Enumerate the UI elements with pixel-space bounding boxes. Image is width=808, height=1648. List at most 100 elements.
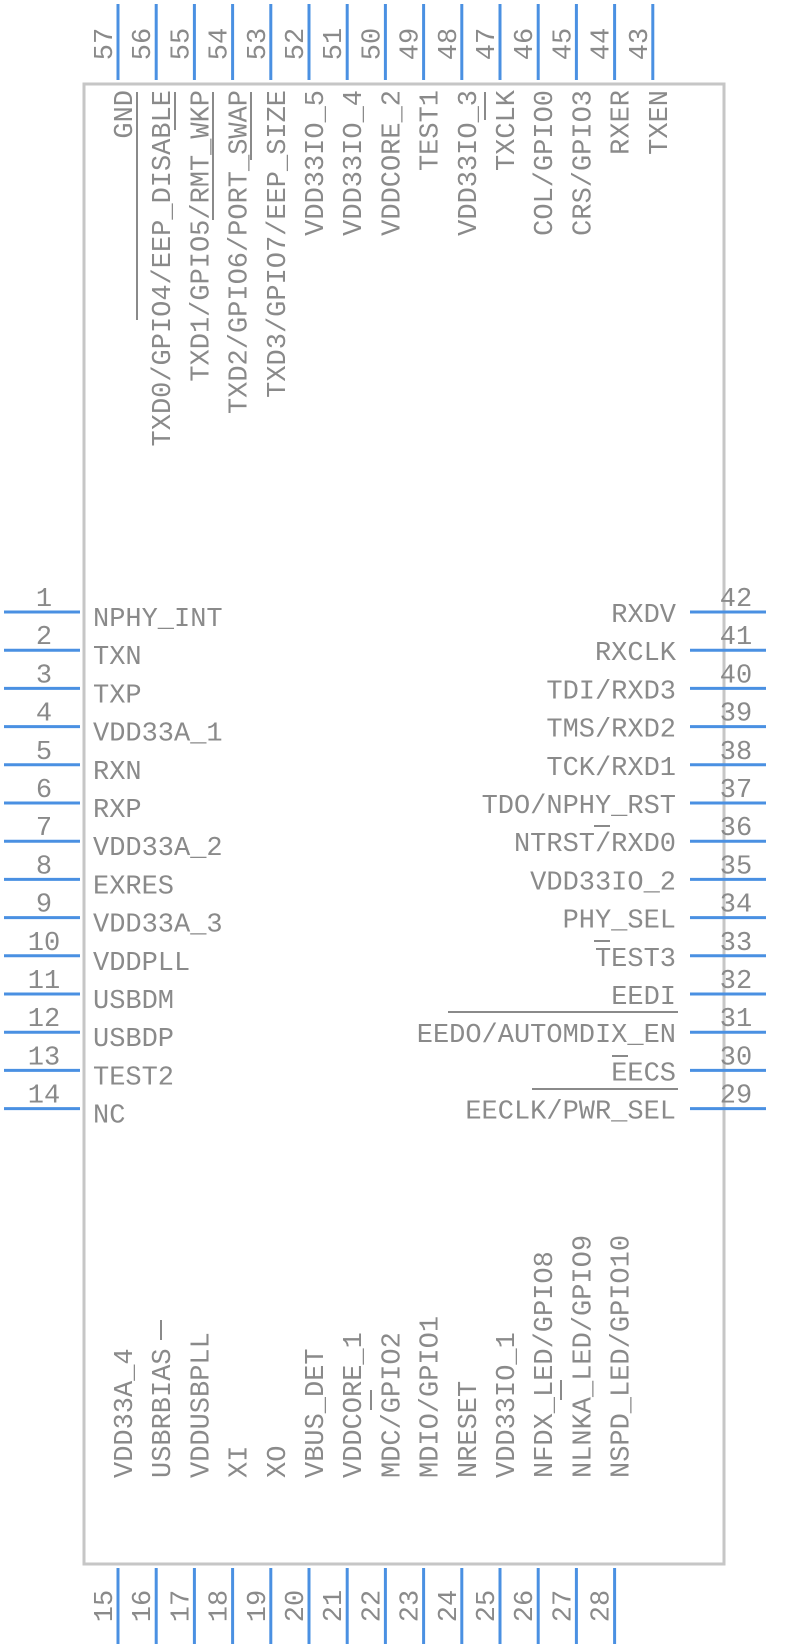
pin-3-label: TXP [93, 681, 142, 711]
pin-43-number: 43 [626, 28, 656, 60]
pin-18-number: 18 [206, 1590, 236, 1622]
pin-38-number: 38 [720, 738, 752, 768]
pin-25-number: 25 [473, 1590, 503, 1622]
pin-6-label: RXP [93, 796, 142, 826]
pin-36-label: NTRST/RXD0 [514, 830, 676, 860]
pin-23-number: 23 [397, 1590, 427, 1622]
top-pin-group: 57GND56TXD0/GPIO4/EEP_DISABLE55TXD1/GPIO… [91, 4, 676, 446]
pin-26-number: 26 [511, 1590, 541, 1622]
pin-39-label: TMS/RXD2 [546, 716, 676, 746]
overbar-group [136, 92, 678, 1410]
pin-33-label: TEST3 [595, 945, 676, 975]
pin-31-number: 31 [720, 1005, 752, 1035]
pin-18-label: XI [226, 1446, 256, 1478]
pin-11-number: 11 [28, 967, 60, 997]
pin-24-label: NRESET [455, 1381, 485, 1478]
pin-5-number: 5 [36, 738, 52, 768]
pin-47-number: 47 [473, 28, 503, 60]
pin-7-label: VDD33A_2 [93, 834, 223, 864]
pin-37-number: 37 [720, 776, 752, 806]
pin-56-number: 56 [129, 28, 159, 60]
pin-57-number: 57 [91, 28, 121, 60]
pin-10-number: 10 [28, 929, 60, 959]
pin-15-number: 15 [91, 1590, 121, 1622]
pin-34-number: 34 [720, 891, 752, 921]
pin-13-label: TEST2 [93, 1063, 174, 1093]
pin-53-label: TXD3/GPIO7/EEP_SIZE [264, 90, 294, 398]
pin-52-number: 52 [282, 28, 312, 60]
pin-15-label: VDD33A_4 [111, 1348, 141, 1478]
pin-42-label: RXDV [611, 601, 677, 631]
pin-29-label: EECLK/PWR_SEL [465, 1098, 676, 1128]
pin-48-number: 48 [435, 28, 465, 60]
pin-48-label: VDD33IO_3 [455, 90, 485, 236]
pin-20-number: 20 [282, 1590, 312, 1622]
pin-16-number: 16 [129, 1590, 159, 1622]
pin-29-number: 29 [720, 1082, 752, 1112]
pin-50-label: VDDCORE_2 [378, 90, 408, 236]
pin-26-label: NFDX_LED/GPIO8 [531, 1251, 561, 1478]
pin-2-label: TXN [93, 643, 142, 673]
pin-55-number: 55 [167, 28, 197, 60]
pin-25-label: VDD33IO_1 [493, 1332, 523, 1478]
pin-12-number: 12 [28, 1005, 60, 1035]
ic-body [82, 82, 726, 1566]
pin-35-number: 35 [720, 852, 752, 882]
pin-7-number: 7 [36, 814, 52, 844]
pin-35-label: VDD33IO_2 [530, 868, 676, 898]
pin-34-label: PHY_SEL [563, 907, 676, 937]
pin-40-label: TDI/RXD3 [546, 677, 676, 707]
pin-4-label: VDD33A_1 [93, 720, 223, 750]
pin-17-label: VDDUSBPLL [187, 1332, 217, 1478]
pin-49-number: 49 [397, 28, 427, 60]
pin-53-number: 53 [244, 28, 274, 60]
pin-41-label: RXCLK [595, 639, 677, 669]
pin-2-number: 2 [36, 623, 52, 653]
pin-11-label: USBDM [93, 987, 174, 1017]
pin-46-label: COL/GPIO0 [531, 90, 561, 236]
pin-45-number: 45 [549, 28, 579, 60]
pin-8-number: 8 [36, 852, 52, 882]
pin-6-number: 6 [36, 776, 52, 806]
pin-16-label: USBRBIAS [149, 1348, 179, 1478]
pin-1-label: NPHY_INT [93, 605, 223, 635]
pin-12-label: USBDP [93, 1025, 174, 1055]
pin-54-number: 54 [206, 28, 236, 60]
pin-44-number: 44 [588, 28, 618, 60]
pin-37-label: TDO/NPHY_RST [482, 792, 676, 822]
pin-32-label: EEDI [611, 983, 676, 1013]
pin-3-number: 3 [36, 661, 52, 691]
pin-21-label: VDDCORE_1 [340, 1332, 370, 1478]
pin-9-number: 9 [36, 891, 52, 921]
pin-9-label: VDD33A_3 [93, 911, 223, 941]
pin-52-label: VDD33IO_5 [302, 90, 332, 236]
pin-36-number: 36 [720, 814, 752, 844]
pin-22-label: MDC/GPIO2 [378, 1332, 408, 1478]
pin-38-label: TCK/RXD1 [546, 754, 676, 784]
pin-17-number: 17 [167, 1590, 197, 1622]
pin-30-label: EECS [611, 1059, 676, 1089]
pin-19-label: XO [264, 1446, 294, 1478]
pin-14-number: 14 [28, 1082, 60, 1112]
pin-44-label: RXER [608, 90, 638, 155]
pin-5-label: RXN [93, 758, 142, 788]
pin-46-number: 46 [511, 28, 541, 60]
pin-20-label: VBUS_DET [302, 1348, 332, 1478]
pin-39-number: 39 [720, 700, 752, 730]
pin-33-number: 33 [720, 929, 752, 959]
pin-50-number: 50 [358, 28, 388, 60]
pin-27-number: 27 [549, 1590, 579, 1622]
pin-40-number: 40 [720, 661, 752, 691]
pin-21-number: 21 [320, 1590, 350, 1622]
pin-43-label: TXEN [646, 90, 676, 155]
pin-56-label: TXD0/GPIO4/EEP_DISABLE [149, 90, 179, 446]
pin-14-label: NC [93, 1102, 125, 1132]
pin-45-label: CRS/GPIO3 [569, 90, 599, 236]
pin-28-number: 28 [588, 1590, 618, 1622]
bottom-pin-group: 15 VDD33A_4 16 USBRBIAS 17 VDDUSBPLL 18 XI 19 XO 2… [91, 1235, 638, 1644]
pin-27-label: NLNKA_LED/GPIO9 [569, 1235, 599, 1478]
pin-19-number: 19 [244, 1590, 274, 1622]
right-pin-group: 42RXDV41RXCLK40TDI/RXD339TMS/RXD238TCK/R… [417, 585, 766, 1128]
pin-13-number: 13 [28, 1043, 60, 1073]
